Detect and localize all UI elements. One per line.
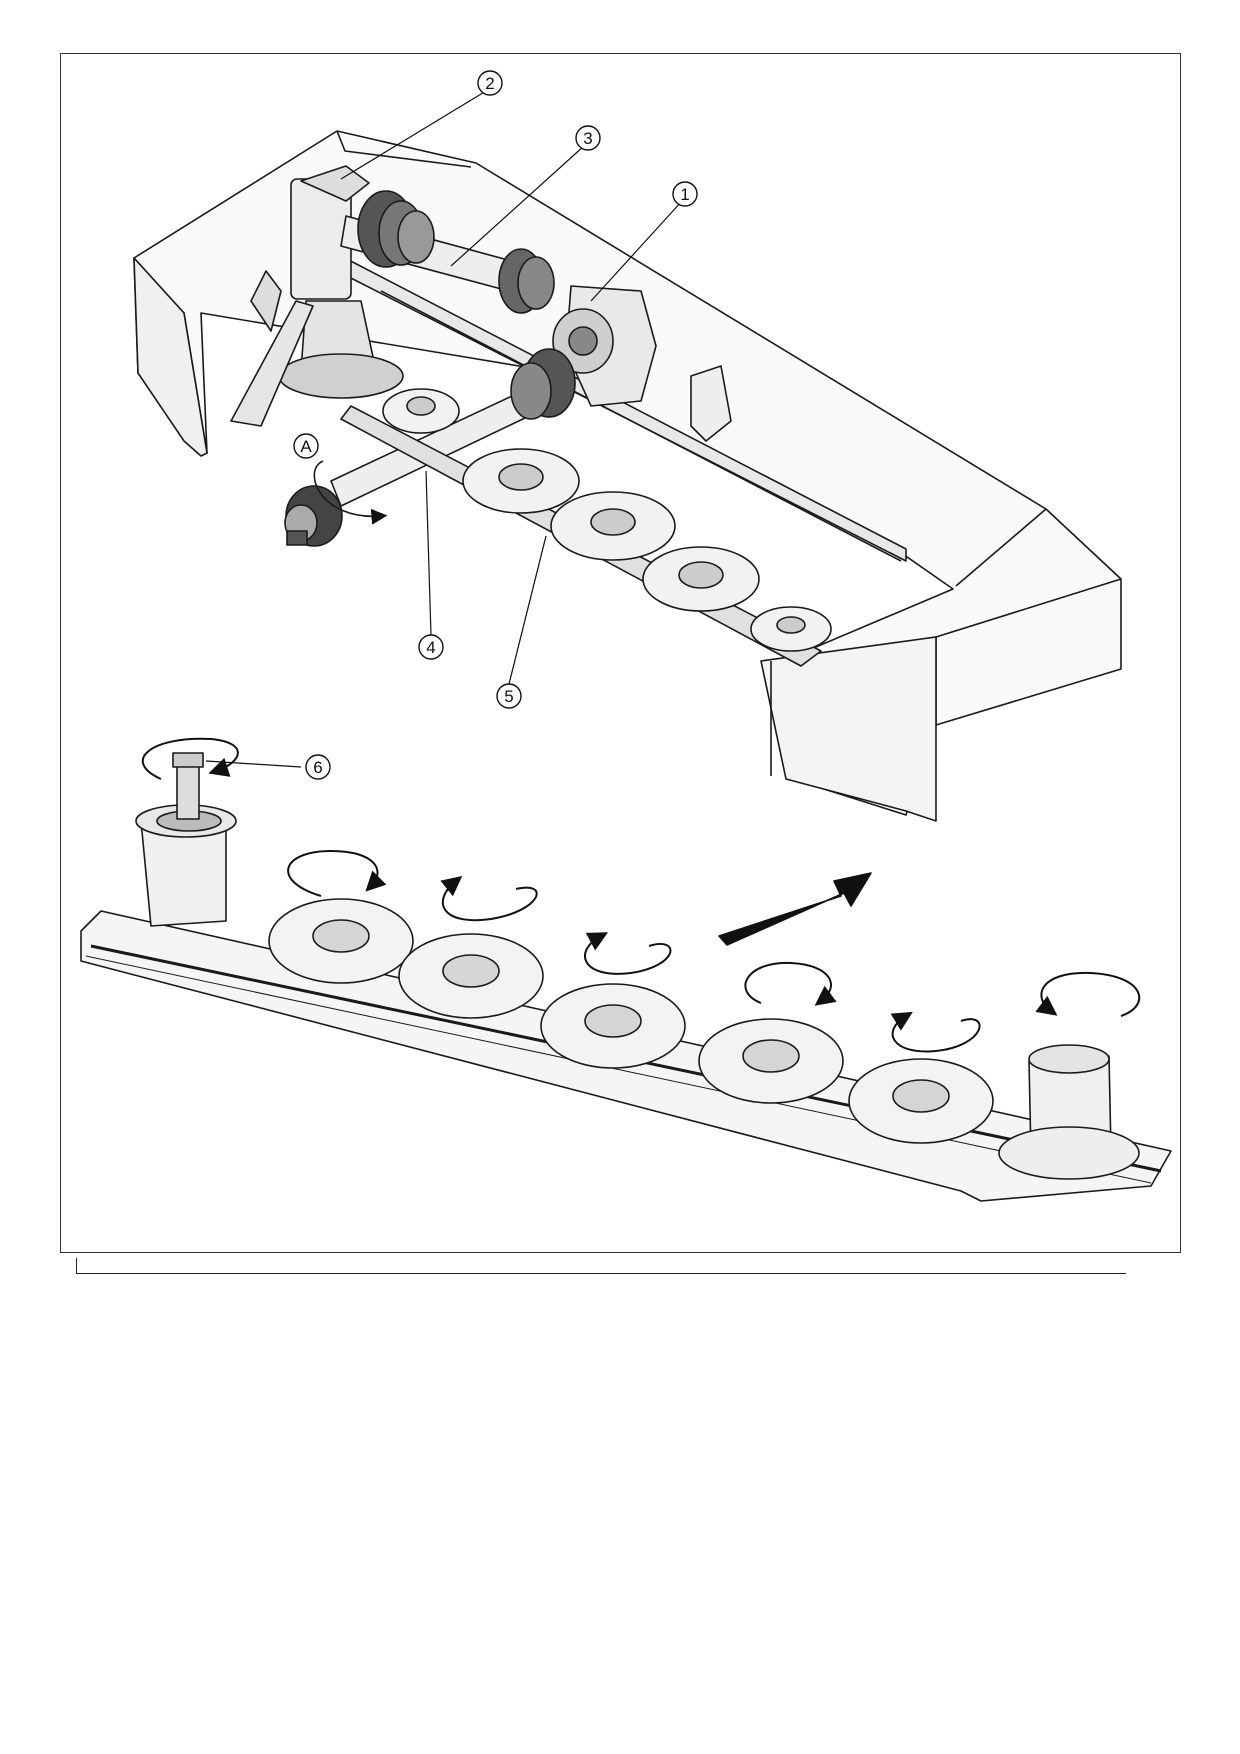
callout-6: 6 xyxy=(305,754,331,780)
callout-1: 1 xyxy=(672,181,698,207)
upper-discs xyxy=(382,388,832,652)
svg-text:A: A xyxy=(300,437,312,456)
figure-frame: 2 3 1 A 4 5 6 xyxy=(60,53,1181,1253)
callout-2: 2 xyxy=(477,70,503,96)
svg-text:3: 3 xyxy=(583,129,592,148)
svg-text:5: 5 xyxy=(504,687,513,706)
svg-text:2: 2 xyxy=(485,74,494,93)
lower-discs xyxy=(268,898,994,1144)
rotation-arrow-a xyxy=(313,460,388,525)
callout-3: 3 xyxy=(575,125,601,151)
rotation-arrows xyxy=(141,737,1141,1053)
upper-drive-shaft xyxy=(340,190,555,314)
right-drum xyxy=(998,1044,1140,1180)
mower-upper-assembly xyxy=(133,130,1122,822)
svg-text:4: 4 xyxy=(426,638,435,657)
left-gearbox xyxy=(230,165,404,427)
callout-5: 5 xyxy=(496,683,522,709)
travel-direction-arrow xyxy=(718,872,872,946)
svg-text:1: 1 xyxy=(680,185,689,204)
callouts: 2 3 1 A 4 5 6 xyxy=(293,70,698,780)
caption-rule xyxy=(76,1258,1126,1274)
protective-cover xyxy=(133,130,1122,816)
callout-4: 4 xyxy=(418,634,444,660)
leader-lines xyxy=(205,90,683,768)
mower-exploded-diagram: 2 3 1 A 4 5 6 xyxy=(80,70,1172,1202)
callout-a: A xyxy=(293,433,319,459)
cutter-bar-assembly xyxy=(80,752,1172,1202)
right-end-box xyxy=(760,636,937,822)
right-gearbox xyxy=(552,285,732,442)
svg-text:6: 6 xyxy=(313,758,322,777)
left-drive-drum xyxy=(135,752,237,927)
left-end-panel xyxy=(133,257,208,457)
